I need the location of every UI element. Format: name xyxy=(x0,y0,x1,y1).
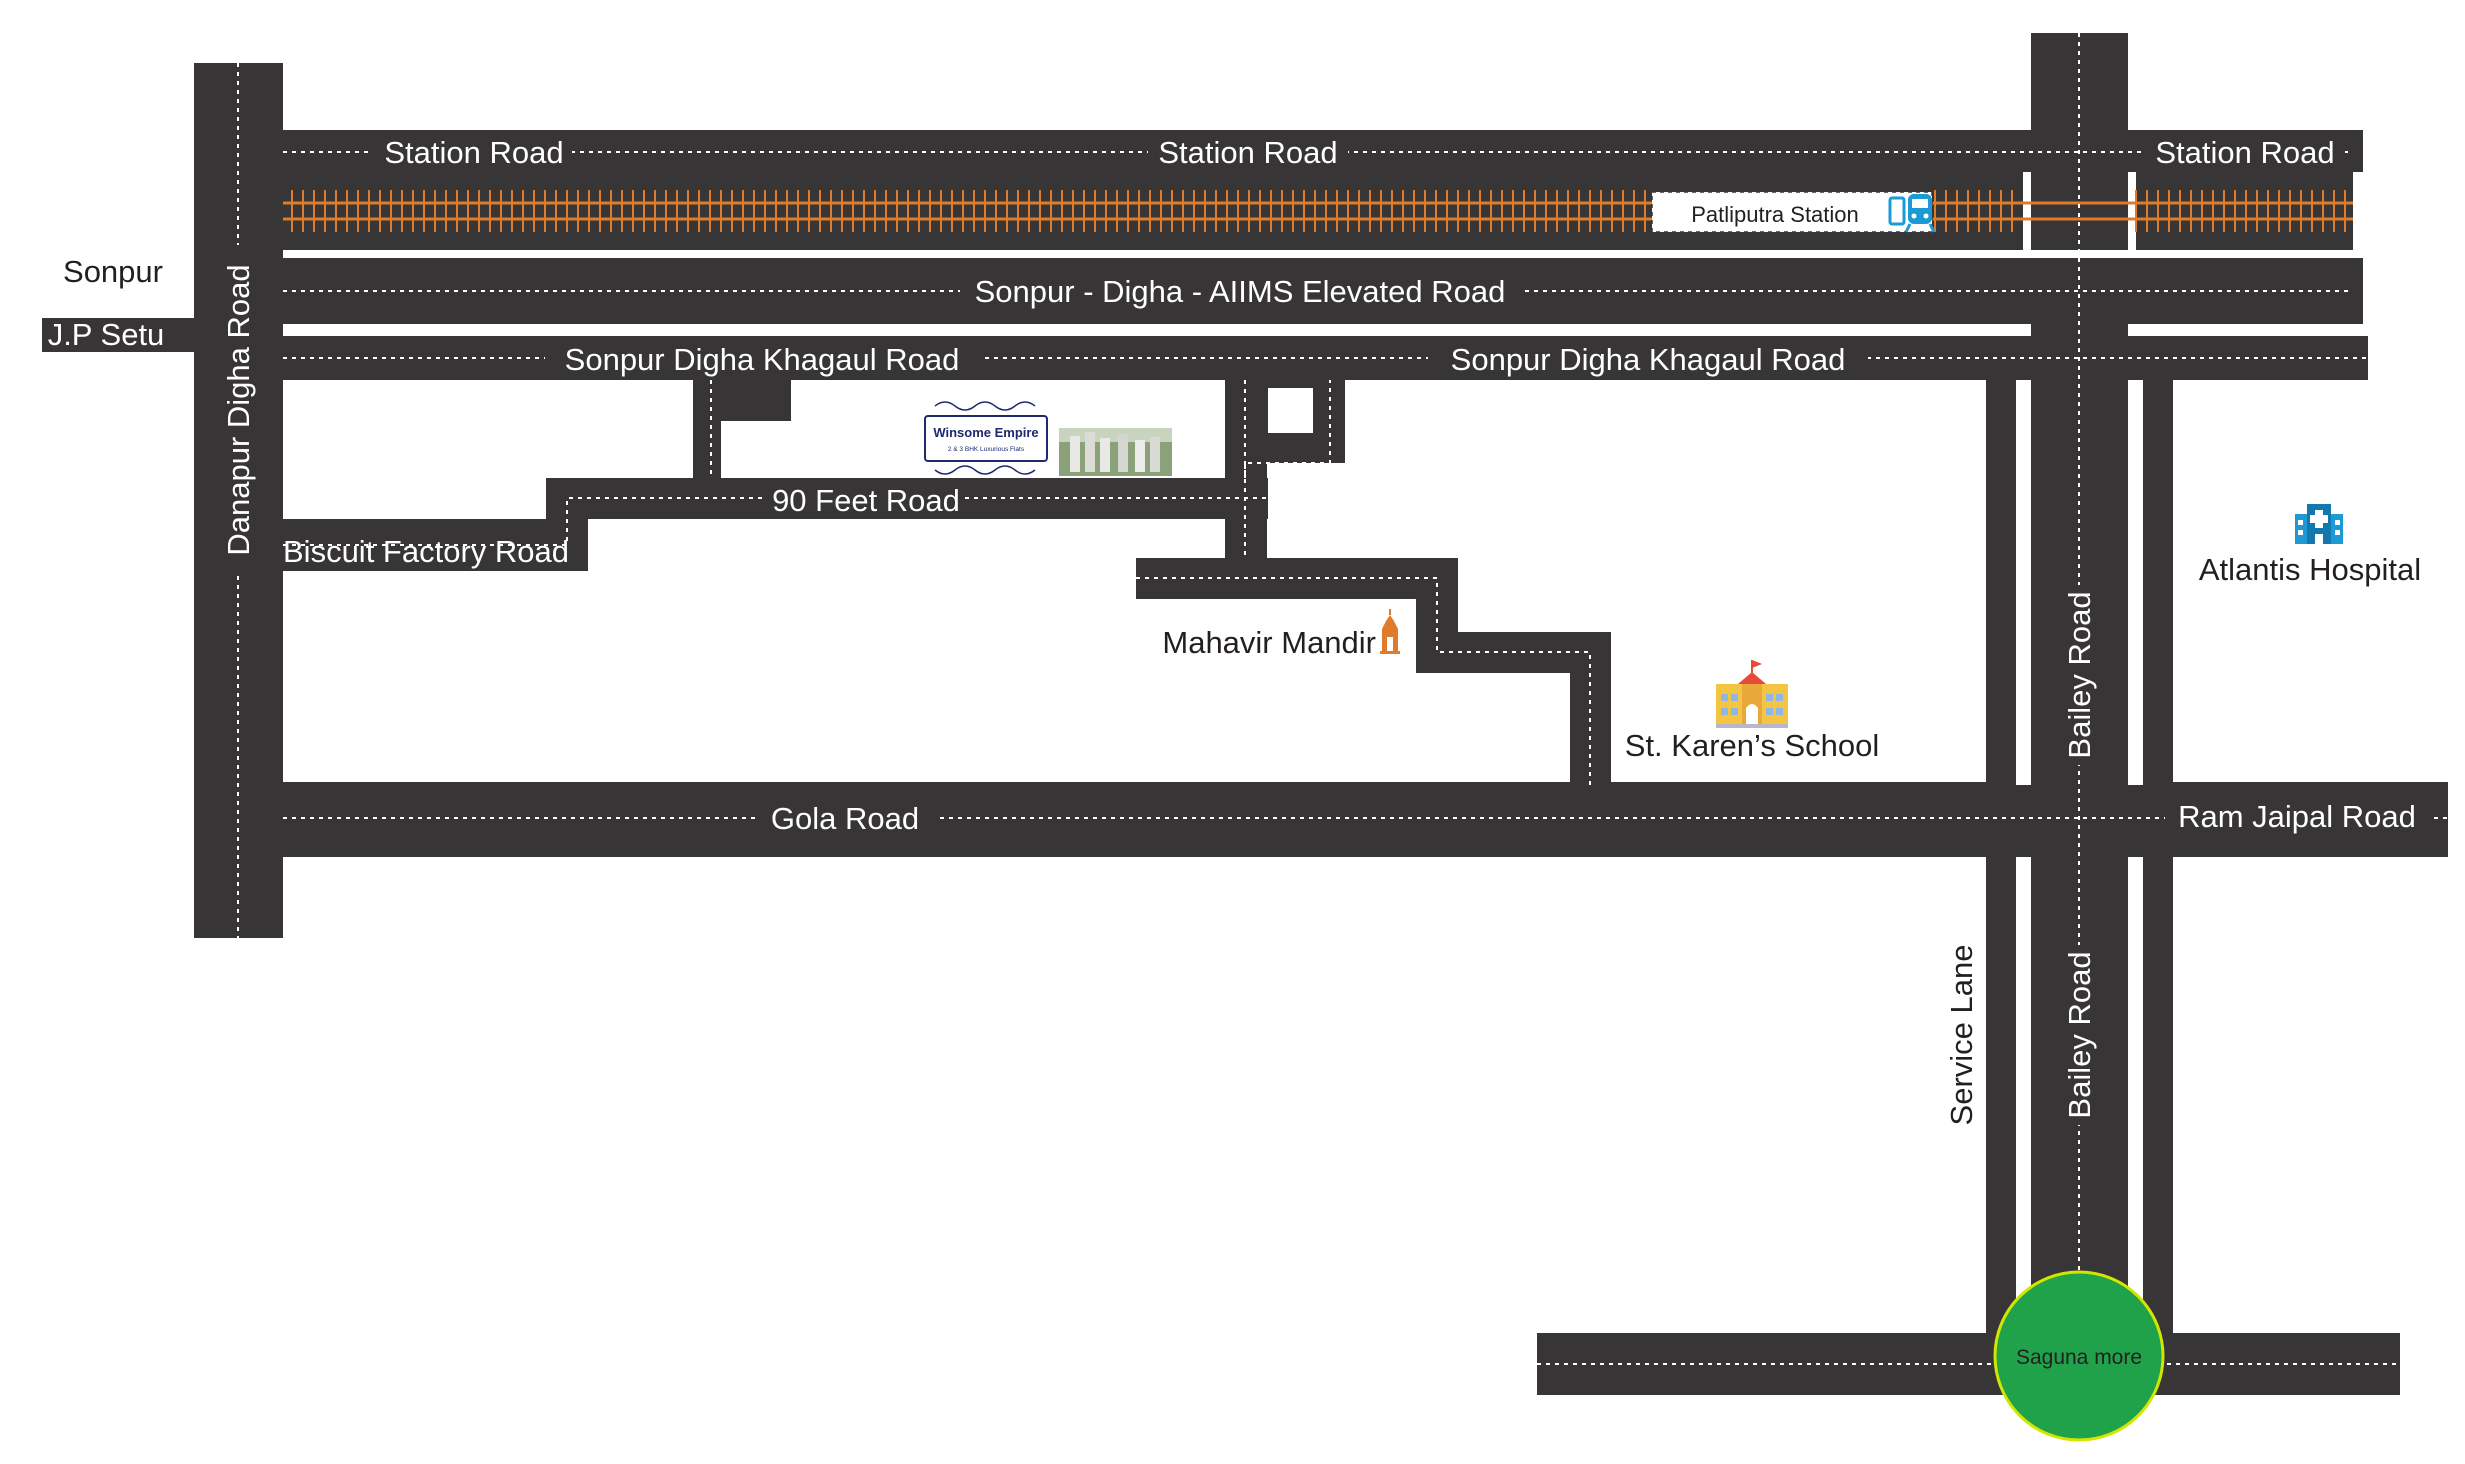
label-biscuit-factory-road: Biscuit Factory Road xyxy=(283,534,569,569)
label-patliputra-station: Patliputra Station xyxy=(1691,202,1859,227)
label-sonpur: Sonpur xyxy=(63,254,163,289)
roads xyxy=(194,33,2448,1395)
train-icon xyxy=(1888,194,1936,233)
jp-setu-badge xyxy=(42,318,194,352)
label-station-road-1: Station Road xyxy=(384,135,563,170)
mahavir-mandir: Mahavir Mandir xyxy=(1162,609,1400,660)
saguna-more-roundabout: Saguna more xyxy=(1993,1270,2165,1442)
project-logo-box xyxy=(924,415,1048,462)
road-labels: Station Road Station Road Station Road S… xyxy=(221,135,2430,1125)
road-service-lane-south xyxy=(1986,855,2016,1335)
label-elevated-road: Sonpur - Digha - AIIMS Elevated Road xyxy=(975,274,1506,309)
label-ninety-feet-road: 90 Feet Road xyxy=(772,483,960,518)
saguna-more-label: Saguna more xyxy=(2016,1346,2142,1369)
temple-icon xyxy=(1380,609,1400,654)
road-mandir xyxy=(1136,558,1458,599)
label-service-lane: Service Lane xyxy=(1944,945,1979,1126)
label-ram-jaipal-road: Ram Jaipal Road xyxy=(2178,799,2416,834)
label-bailey-road-2: Bailey Road xyxy=(2062,951,2097,1118)
label-bailey-road-1: Bailey Road xyxy=(2062,591,2097,758)
st-karens-school: St. Karen’s School xyxy=(1625,660,1879,763)
label-atlantis-hospital: Atlantis Hospital xyxy=(2199,552,2421,587)
road-link-b xyxy=(693,380,791,407)
label-khagaul-road-2: Sonpur Digha Khagaul Road xyxy=(1451,342,1846,377)
road-service-lane-east xyxy=(2143,380,2173,1335)
road-saguna xyxy=(1537,1333,2400,1395)
road-service-lane-north xyxy=(1986,380,2016,785)
sonpur-area: Sonpur J.P Setu xyxy=(42,254,194,352)
label-jp-setu: J.P Setu xyxy=(48,317,165,352)
label-danapur-digha-road: Danapur Digha Road xyxy=(221,264,256,555)
label-mahavir-mandir: Mahavir Mandir xyxy=(1162,625,1376,660)
hospital-icon xyxy=(2295,504,2343,544)
label-station-road-3: Station Road xyxy=(2155,135,2334,170)
label-khagaul-road-1: Sonpur Digha Khagaul Road xyxy=(565,342,960,377)
school-icon xyxy=(1716,660,1788,728)
project-name: Winsome Empire xyxy=(933,425,1038,440)
label-st-karens-school: St. Karen’s School xyxy=(1625,728,1879,763)
label-station-road-2: Station Road xyxy=(1158,135,1337,170)
station-label-box xyxy=(1651,191,1933,233)
patliputra-station: Patliputra Station xyxy=(1691,194,1936,233)
railway-band xyxy=(283,172,2353,250)
road-gola xyxy=(283,782,2448,857)
project-tagline: 2 & 3 BHK Luxurious Flats xyxy=(948,446,1025,453)
project-marker: Winsome Empire 2 & 3 BHK Luxurious Flats xyxy=(924,401,1172,476)
atlantis-hospital: Atlantis Hospital xyxy=(2199,504,2421,587)
project-building-photo xyxy=(1059,428,1172,476)
road-gaps xyxy=(283,0,2368,1335)
railway xyxy=(283,190,2353,233)
label-gola-road: Gola Road xyxy=(771,801,919,836)
